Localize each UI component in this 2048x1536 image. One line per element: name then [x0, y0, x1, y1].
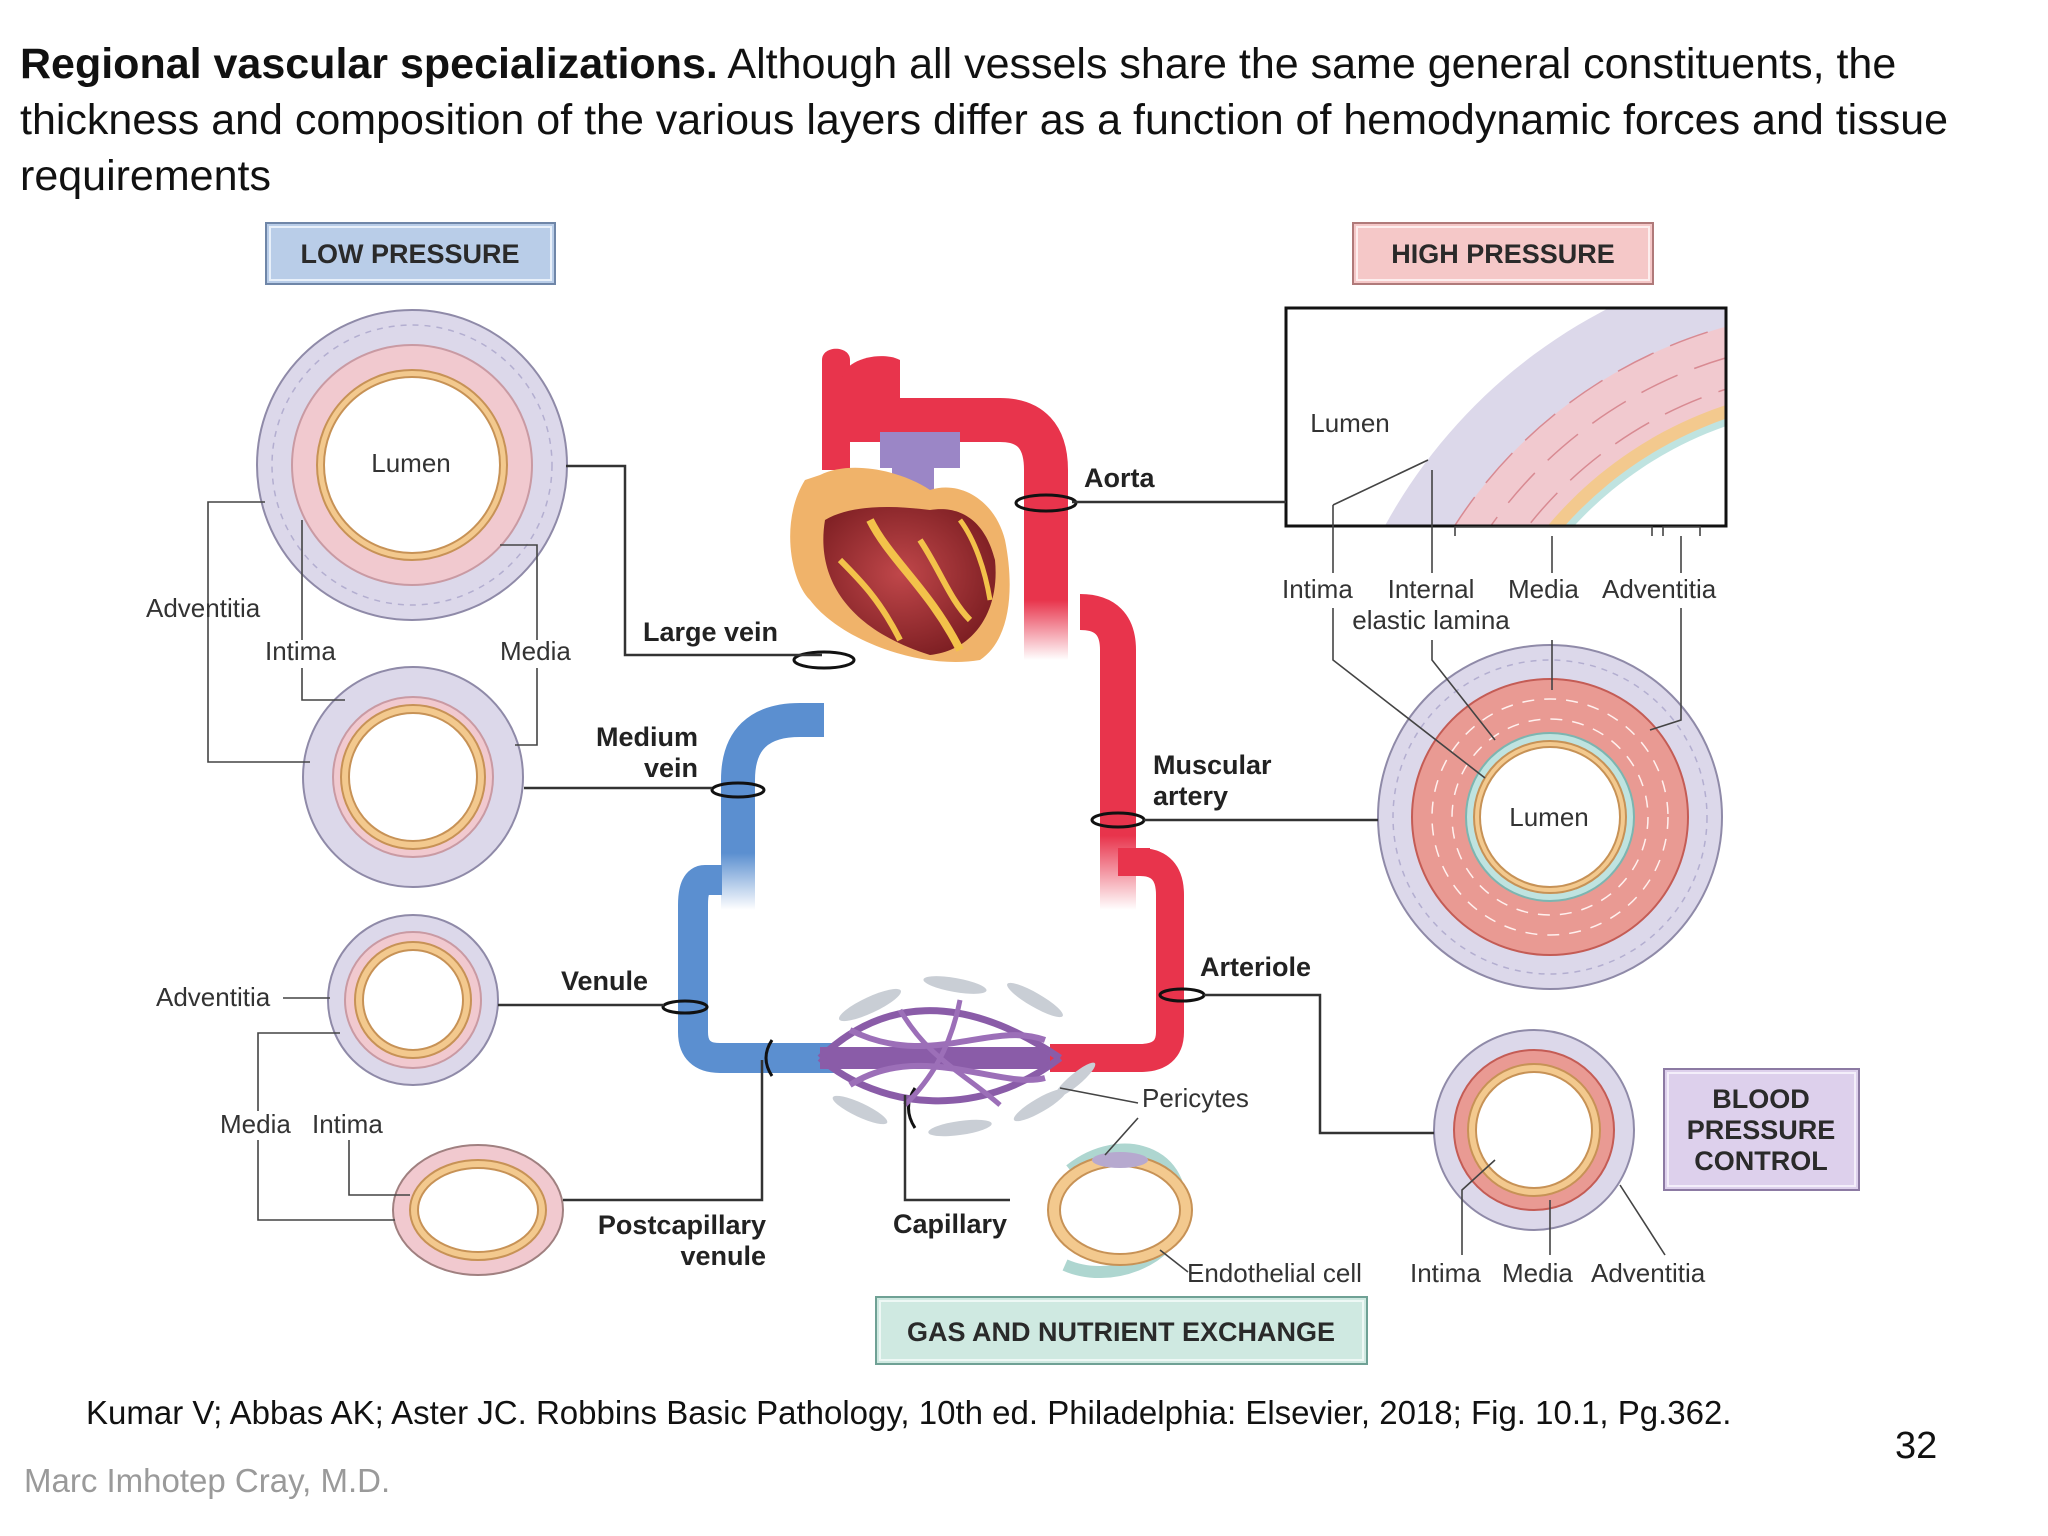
large-vein-lumen-label: Lumen — [371, 448, 451, 478]
intro-text: Although all vessels share the same gene… — [20, 40, 1949, 200]
aorta-label: Aorta — [1084, 463, 1155, 493]
capillary-cross-section — [1047, 1143, 1193, 1279]
medium-vein-label-1: Medium — [596, 722, 698, 752]
muscular-artery-label-1: Muscular — [1153, 750, 1272, 780]
arteriole-cross-section — [1433, 1029, 1635, 1231]
high-pressure-label: HIGH PRESSURE — [1391, 239, 1615, 269]
medium-vein-cross-section — [302, 666, 524, 888]
venule-adventitia-label: Adventitia — [156, 982, 271, 1012]
aorta-lumen-label: Lumen — [1310, 408, 1390, 438]
aorta-tube — [840, 398, 1068, 660]
large-vein-label: Large vein — [643, 617, 778, 647]
venule-intima-label: Intima — [312, 1109, 383, 1139]
muscular-artery-tube — [1079, 594, 1136, 910]
citation: Kumar V; Abbas AK; Aster JC. Robbins Bas… — [86, 1394, 1732, 1431]
postcapillary-venule-cross-section — [392, 1144, 564, 1276]
gas-exchange-label: GAS AND NUTRIENT EXCHANGE — [907, 1317, 1335, 1347]
aorta-wall-section: Lumen — [1284, 306, 1728, 528]
low-media-label: Media — [500, 636, 571, 666]
muscular-artery-cross-section: Lumen — [1377, 644, 1723, 990]
internal-elastic-lamina-label-2: elastic lamina — [1352, 605, 1510, 635]
high-pressure-box: HIGH PRESSURE — [1352, 222, 1654, 285]
capillary-bed — [817, 976, 1096, 1137]
venule-label: Venule — [561, 966, 648, 996]
large-vein-cross-section: Lumen — [256, 309, 568, 621]
endothelial-cell-label: Endothelial cell — [1187, 1258, 1362, 1288]
author-credit: Marc Imhotep Cray, M.D. — [24, 1462, 391, 1499]
muscular-artery-lumen-label: Lumen — [1509, 802, 1589, 832]
capillary-label: Capillary — [893, 1209, 1007, 1239]
heart-illustration — [790, 348, 1010, 662]
arteriole-media-label: Media — [1502, 1258, 1573, 1288]
bp-control-label-1: BLOOD — [1712, 1084, 1810, 1114]
pericytes-label: Pericytes — [1142, 1083, 1249, 1113]
aorta-intima-label: Intima — [1282, 574, 1353, 604]
venule-cross-section — [327, 914, 499, 1086]
aorta-media-label: Media — [1508, 574, 1579, 604]
low-adventitia-label: Adventitia — [146, 593, 261, 623]
arteriole-tube — [1050, 848, 1184, 1072]
muscular-artery-label-2: artery — [1153, 781, 1228, 811]
page-number: 32 — [1895, 1425, 1938, 1467]
bp-control-label-2: PRESSURE — [1687, 1115, 1836, 1145]
bp-control-label-3: CONTROL — [1694, 1146, 1827, 1176]
low-pressure-box: LOW PRESSURE — [265, 222, 556, 285]
gas-exchange-box: GAS AND NUTRIENT EXCHANGE — [875, 1296, 1368, 1365]
intro-paragraph: Regional vascular specializations. Altho… — [20, 36, 2020, 204]
low-intima-label: Intima — [265, 636, 336, 666]
low-pressure-label: LOW PRESSURE — [300, 239, 519, 269]
arteriole-label: Arteriole — [1200, 952, 1311, 982]
medium-vein-label-2: vein — [644, 753, 698, 783]
postcapillary-venule-label-2: venule — [680, 1241, 766, 1271]
aorta-adventitia-label: Adventitia — [1602, 574, 1717, 604]
vessel-labels: Aorta Large vein Medium vein Muscular ar… — [561, 463, 1311, 1271]
medium-vein-tube — [721, 703, 824, 910]
blood-pressure-control-box: BLOOD PRESSURE CONTROL — [1663, 1068, 1860, 1191]
postcapillary-venule-label-1: Postcapillary — [598, 1210, 766, 1240]
layer-labels: Adventitia Intima Media Adventitia Media… — [146, 574, 1717, 1288]
arteriole-adventitia-label: Adventitia — [1591, 1258, 1706, 1288]
venule-media-label: Media — [220, 1109, 291, 1139]
venule-tube — [678, 865, 835, 1073]
intro-title: Regional vascular specializations. — [20, 40, 718, 88]
internal-elastic-lamina-label-1: Internal — [1388, 574, 1475, 604]
arteriole-intima-label: Intima — [1410, 1258, 1481, 1288]
leader-lines — [207, 459, 1701, 1273]
